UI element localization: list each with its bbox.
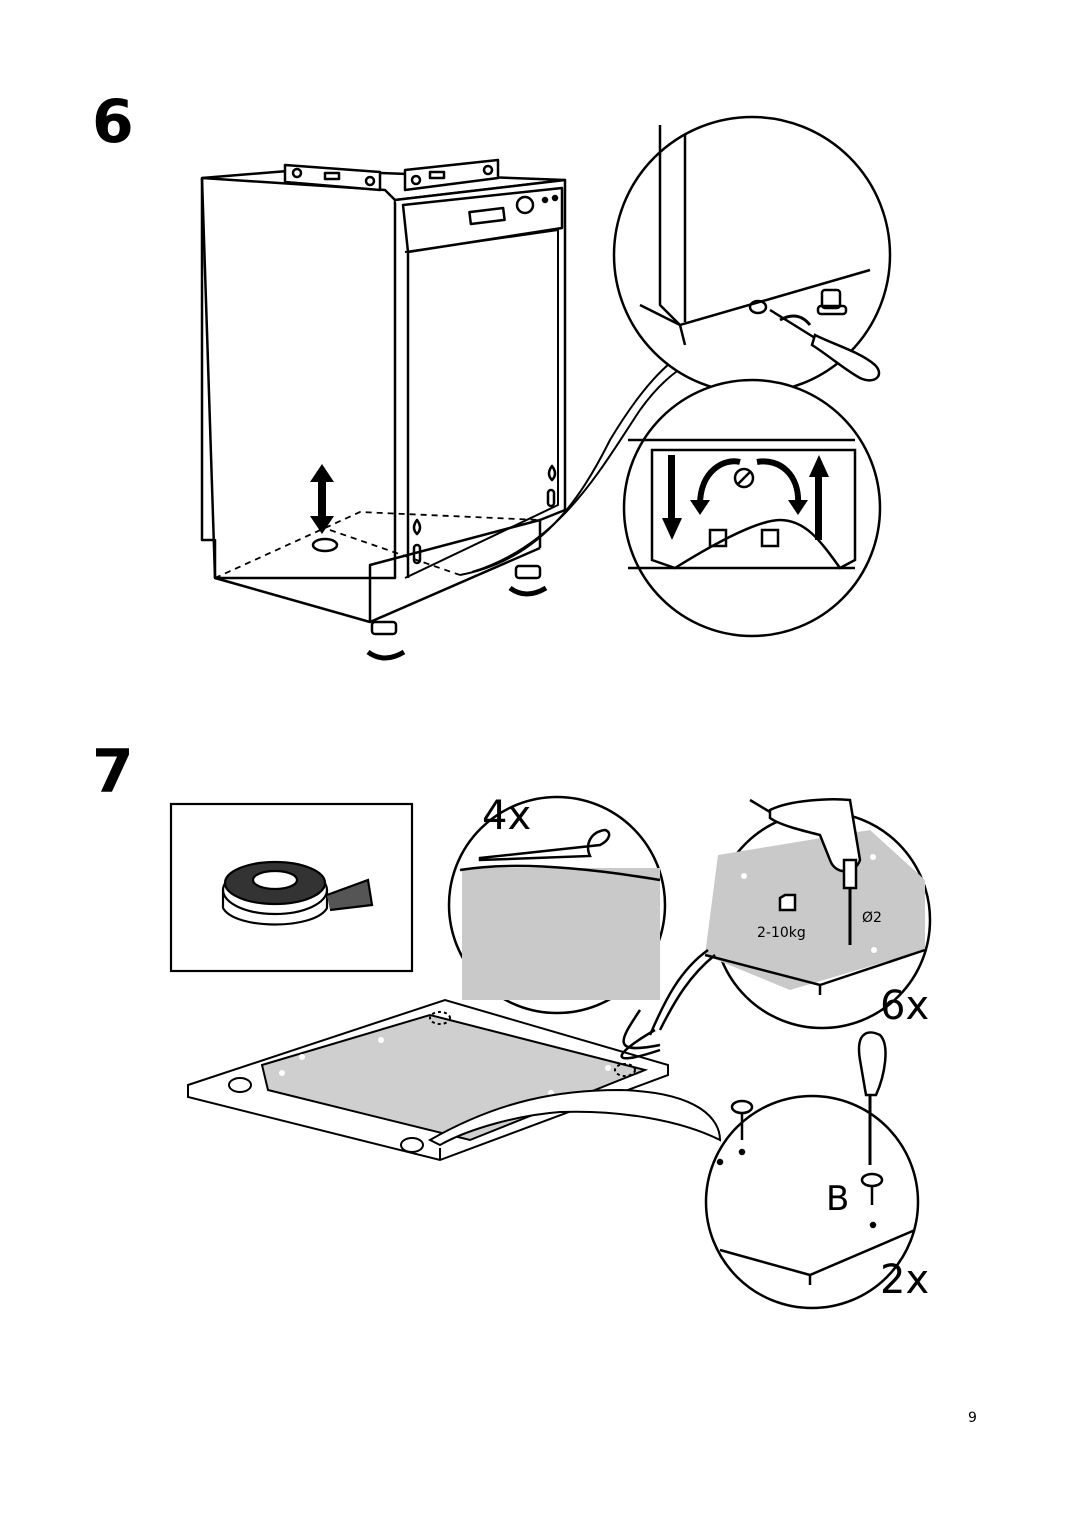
tape-quantity-label: 4x <box>482 793 532 839</box>
worktop-board <box>187 998 722 1162</box>
weight-label: 2-10kg <box>757 925 806 941</box>
page-number: 9 <box>968 1410 977 1426</box>
detail-circle-tape <box>447 795 667 1060</box>
step-number-7: 7 <box>92 737 134 807</box>
dishwasher-unit <box>200 158 567 636</box>
detail-circle-drill <box>648 798 932 1036</box>
drill-bit-label: Ø2 <box>862 910 882 926</box>
detail-circle-screw <box>704 1031 920 1310</box>
drill-quantity-label: 6x <box>880 983 930 1029</box>
height-adjust-arrow <box>310 464 334 534</box>
detail-circle-adjustment <box>622 378 882 638</box>
step-number-6: 6 <box>92 87 134 157</box>
part-label-b: B <box>826 1179 850 1219</box>
tape-roll-panel <box>169 802 414 973</box>
screw-quantity-label: 2x <box>880 1257 930 1303</box>
